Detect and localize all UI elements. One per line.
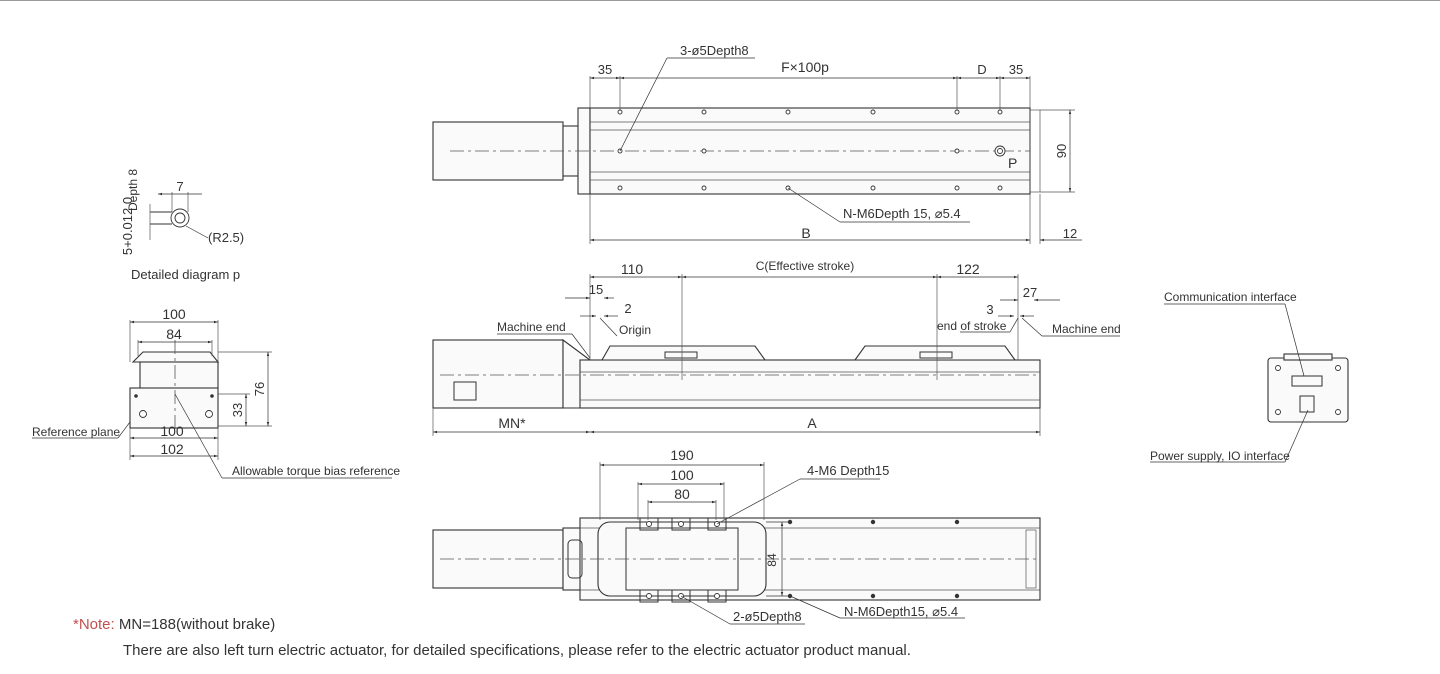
hole-callout-2-phi5: 2-ø5Depth8 <box>733 609 802 624</box>
top-end-cap <box>1029 109 1041 193</box>
dim-d: D <box>977 62 986 77</box>
label-machine-end-left: Machine end <box>497 320 566 334</box>
detail-caption: Detailed diagram p <box>131 267 240 282</box>
side-motor-body <box>432 339 564 409</box>
label-power-io-interface: Power supply, IO interface <box>1150 449 1290 463</box>
connector-top-plate <box>1283 353 1333 361</box>
side-connector <box>453 381 477 401</box>
dim-15: 15 <box>589 282 603 297</box>
side-slider-origin <box>601 345 767 361</box>
detail-dim-7: 7 <box>176 179 183 194</box>
end-dim-100-top: 100 <box>162 306 186 322</box>
label-end-of-stroke: end of stroke <box>937 319 1007 333</box>
side-slider-end <box>853 345 1017 361</box>
end-dim-100-bottom: 100 <box>160 423 184 439</box>
thread-callout-nm6: N-M6Depth 15, ⌀5.4 <box>843 206 961 221</box>
end-dim-84: 84 <box>166 326 182 342</box>
note-mn: MN=188(without brake) <box>118 616 276 633</box>
dim-a: A <box>807 415 817 431</box>
thread-callout-nm6-bottom: N-M6Depth15, ⌀5.4 <box>844 604 958 619</box>
bottom-dim-84: 84 <box>765 553 779 567</box>
dim-3: 3 <box>986 302 993 317</box>
dim-12: 12 <box>1063 226 1077 241</box>
bottom-view: 190 100 80 4-M6 Depth15 84 2-ø5Depth8 N-… <box>432 447 1041 625</box>
end-view: 100 84 76 33 100 102 Reference plane All… <box>32 306 400 479</box>
label-communication-interface: Communication interface <box>1164 290 1297 304</box>
bottom-slider-holes <box>639 517 727 603</box>
dim-35-right: 35 <box>1009 62 1023 77</box>
dim-122: 122 <box>956 261 980 277</box>
end-dim-76: 76 <box>252 382 267 396</box>
label-torque-bias-reference: Allowable torque bias reference <box>232 464 400 478</box>
thread-callout-4m6: 4-M6 Depth15 <box>807 463 889 478</box>
end-dim-102: 102 <box>160 441 184 457</box>
dim-90: 90 <box>1054 144 1069 158</box>
detail-depth: Depth 8 <box>126 169 140 211</box>
end-base <box>129 387 219 429</box>
bottom-dim-80: 80 <box>674 486 690 502</box>
top-view: 35 F×100p D 35 3-ø5Depth8 90 P N-M6Depth… <box>432 43 1082 244</box>
label-reference-plane: Reference plane <box>32 425 120 439</box>
note-line-1: *Note: MN=188(without brake) <box>73 612 911 638</box>
communication-port[interactable] <box>1291 375 1323 387</box>
top-border-line <box>0 0 1440 1</box>
dim-mn: MN* <box>498 415 526 431</box>
dim-2: 2 <box>624 301 631 316</box>
note-label: *Note: <box>73 616 115 633</box>
label-origin: Origin <box>619 323 651 337</box>
hole-callout-3-phi5: 3-ø5Depth8 <box>680 43 749 58</box>
notes-block: *Note: MN=188(without brake) There are a… <box>73 612 911 664</box>
bottom-dim-190: 190 <box>670 447 694 463</box>
end-dim-33: 33 <box>230 403 245 417</box>
dim-fx100p: F×100p <box>781 59 829 75</box>
note-line-2: There are also left turn electric actuat… <box>123 642 911 659</box>
connector-view: Communication interface Power supply, IO… <box>1150 290 1349 463</box>
dim-27: 27 <box>1023 285 1037 300</box>
dim-110: 110 <box>621 261 644 277</box>
dim-35-left: 35 <box>598 62 612 77</box>
dim-c-effective-stroke: C(Effective stroke) <box>756 259 854 273</box>
bottom-dim-100: 100 <box>670 467 694 483</box>
detail-p: Depth 8 7 5+0.012 0 (R2.5) Detailed diag… <box>120 169 244 282</box>
end-carriage <box>139 361 219 391</box>
label-machine-end-right: Machine end <box>1052 322 1121 336</box>
dim-b: B <box>801 225 810 241</box>
bottom-rail-holes <box>787 519 960 599</box>
detail-tolerance: 5+0.012 0 <box>120 197 135 255</box>
side-main-body <box>579 359 1041 409</box>
end-slider-top <box>131 351 220 363</box>
label-p: P <box>1008 155 1017 171</box>
detail-radius: (R2.5) <box>208 230 244 245</box>
side-view: 110 C(Effective stroke) 122 15 2 3 27 Ma… <box>432 259 1121 436</box>
